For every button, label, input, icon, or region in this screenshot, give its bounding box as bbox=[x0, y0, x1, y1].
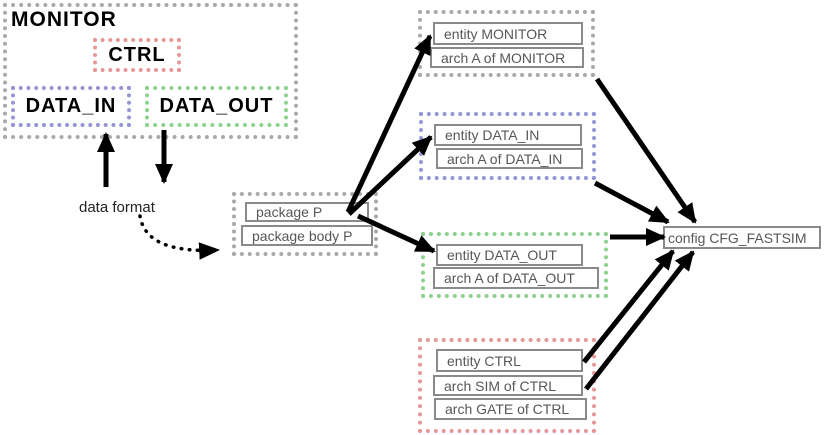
entity-data-in-box: entity DATA_IN bbox=[434, 124, 582, 146]
arch-sim-of-ctrl-box: arch SIM of CTRL bbox=[433, 375, 583, 396]
arrow-data-format-to-package bbox=[138, 214, 221, 260]
entity-data-out-box: entity DATA_OUT bbox=[436, 244, 583, 266]
entity-monitor-box: entity MONITOR bbox=[433, 22, 583, 45]
package-body-p-box: package body P bbox=[241, 225, 373, 246]
config-cfg-fastsim-box: config CFG_FASTSIM bbox=[663, 226, 821, 249]
package-p-box: package P bbox=[245, 202, 369, 222]
arch-a-of-data-out-box: arch A of DATA_OUT bbox=[433, 267, 599, 289]
arrow-data-in-group-to-config bbox=[593, 180, 670, 225]
entity-ctrl-box: entity CTRL bbox=[436, 349, 583, 372]
arch-a-of-data-in-box: arch A of DATA_IN bbox=[436, 148, 583, 169]
data-format-label: data format bbox=[79, 199, 155, 216]
data-out-instance-box: DATA_OUT bbox=[145, 86, 288, 127]
arch-gate-of-ctrl-box: arch GATE of CTRL bbox=[434, 398, 587, 420]
entity-data-in-group bbox=[419, 112, 596, 180]
ctrl-instance-box: CTRL bbox=[93, 38, 181, 72]
arrow-monitor-group-to-config bbox=[594, 77, 698, 224]
monitor-block-title: MONITOR bbox=[11, 8, 117, 31]
data-in-instance-box: DATA_IN bbox=[11, 86, 131, 127]
arch-a-of-monitor-box: arch A of MONITOR bbox=[430, 47, 584, 68]
